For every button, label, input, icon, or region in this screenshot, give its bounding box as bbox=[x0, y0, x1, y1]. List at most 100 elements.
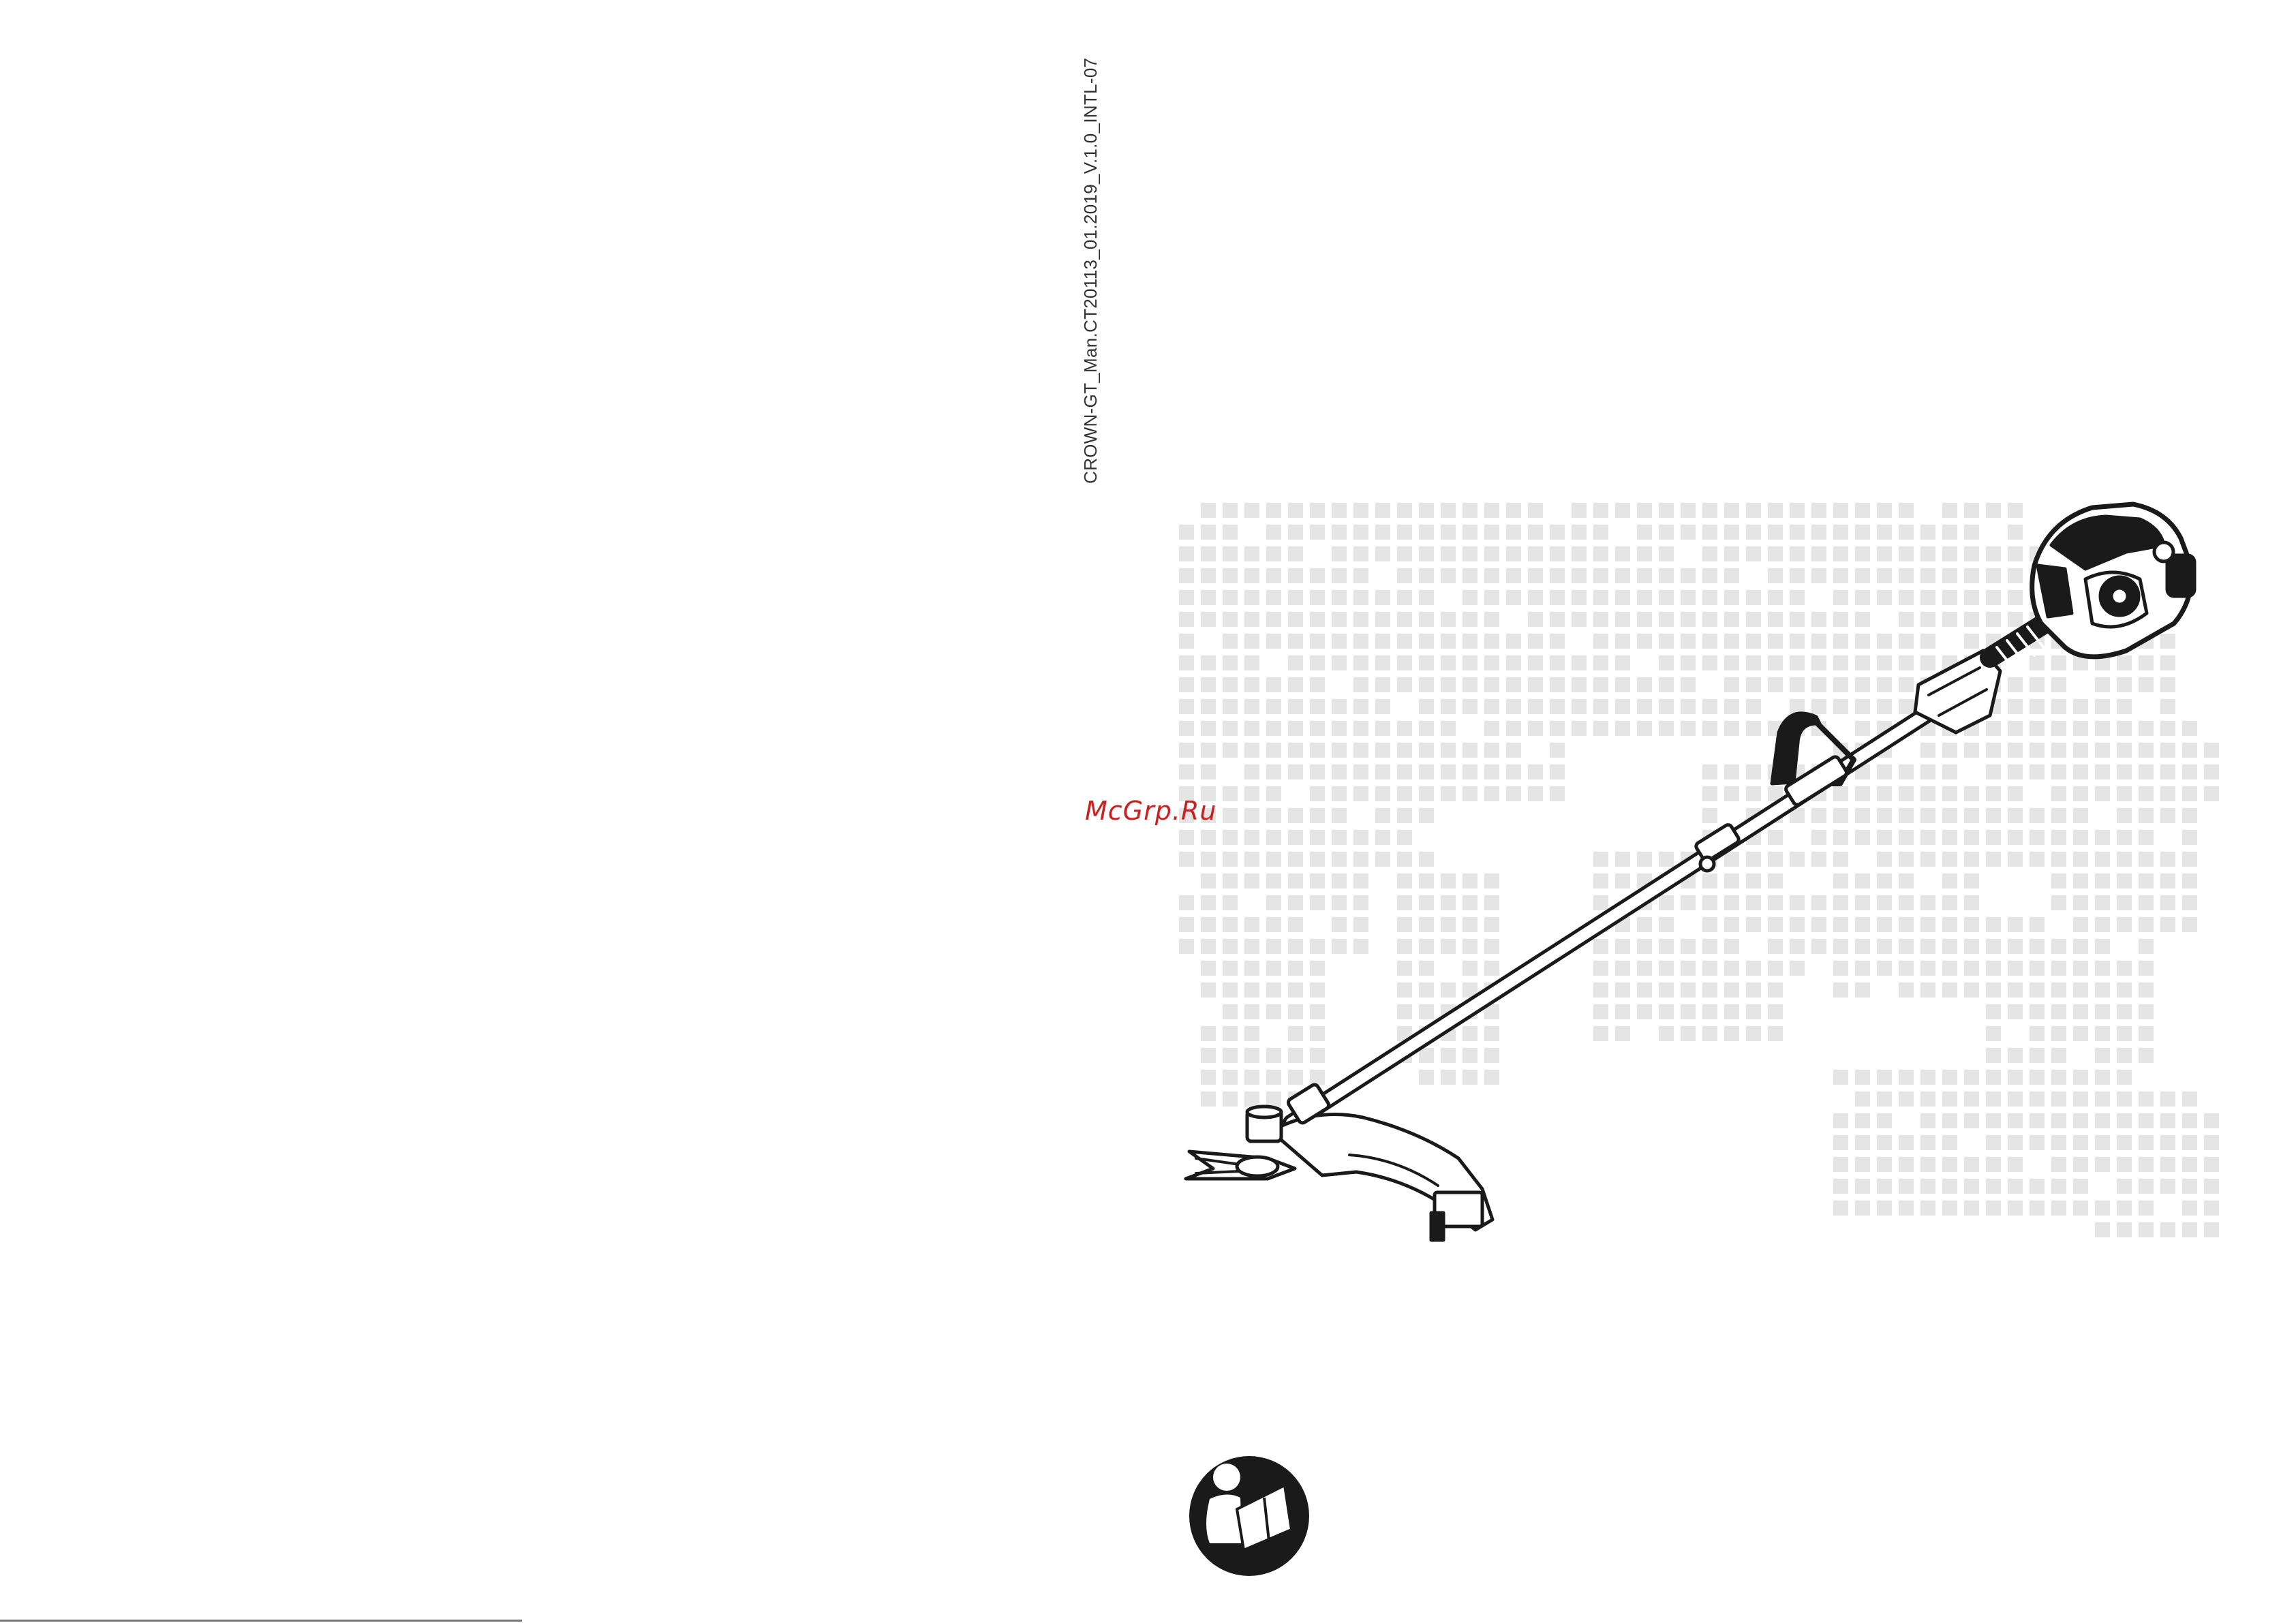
map-dot bbox=[1288, 1070, 1303, 1085]
map-dot bbox=[1920, 612, 1935, 627]
map-dot bbox=[1463, 677, 1478, 692]
map-dot bbox=[1768, 634, 1783, 649]
map-dot bbox=[1528, 764, 1543, 779]
map-dot bbox=[1659, 961, 1674, 976]
map-dot bbox=[1288, 677, 1303, 692]
map-dot bbox=[2008, 1092, 2023, 1107]
map-dot bbox=[1790, 568, 1805, 583]
map-dot bbox=[1746, 634, 1761, 649]
map-dot bbox=[1484, 546, 1499, 561]
map-dot bbox=[1790, 590, 1805, 605]
map-dot bbox=[2051, 786, 2066, 801]
map-dot bbox=[1288, 655, 1303, 670]
map-dot bbox=[1811, 568, 1826, 583]
map-dot bbox=[1964, 961, 1979, 976]
map-dot bbox=[1353, 699, 1368, 714]
map-dot bbox=[1353, 546, 1368, 561]
map-dot bbox=[1223, 1026, 1238, 1041]
map-dot bbox=[1877, 525, 1892, 540]
map-dot bbox=[1397, 852, 1412, 867]
map-dot bbox=[1201, 961, 1216, 976]
map-dot bbox=[1920, 655, 1935, 670]
map-dot bbox=[2008, 939, 2023, 954]
map-dot bbox=[1332, 939, 1347, 954]
map-dot bbox=[1964, 917, 1979, 932]
map-dot bbox=[1681, 983, 1696, 998]
map-dot bbox=[2051, 1092, 2066, 1107]
map-dot bbox=[1702, 634, 1717, 649]
map-dot bbox=[1419, 939, 1434, 954]
map-dot bbox=[2117, 1026, 2132, 1041]
map-dot bbox=[1942, 939, 1957, 954]
map-dot bbox=[2073, 1179, 2088, 1194]
map-dot bbox=[1441, 983, 1456, 998]
map-dot bbox=[1201, 1092, 1216, 1107]
map-dot bbox=[1877, 1179, 1892, 1194]
map-dot bbox=[1223, 525, 1238, 540]
map-dot bbox=[1942, 874, 1957, 888]
map-dot bbox=[1724, 677, 1739, 692]
map-dot bbox=[2117, 830, 2132, 845]
map-dot bbox=[1288, 612, 1303, 627]
map-dot bbox=[1920, 1201, 1935, 1216]
map-dot bbox=[1899, 503, 1914, 518]
map-dot bbox=[2030, 961, 2045, 976]
map-dot bbox=[1506, 764, 1521, 779]
map-dot bbox=[1833, 590, 1848, 605]
map-dot bbox=[1266, 699, 1281, 714]
map-dot bbox=[1877, 699, 1892, 714]
map-dot bbox=[1942, 786, 1957, 801]
map-dot bbox=[1310, 786, 1325, 801]
map-dot bbox=[2051, 1135, 2066, 1150]
map-dot bbox=[1746, 655, 1761, 670]
map-dot bbox=[1964, 1092, 1979, 1107]
map-dot bbox=[1397, 983, 1412, 998]
map-dot bbox=[1484, 503, 1499, 518]
map-dot bbox=[1702, 503, 1717, 518]
map-dot bbox=[1201, 503, 1216, 518]
map-dot bbox=[1550, 786, 1565, 801]
map-dot bbox=[1724, 939, 1739, 954]
map-dot bbox=[1986, 612, 2001, 627]
map-dot bbox=[1419, 895, 1434, 910]
map-dot bbox=[1179, 525, 1194, 540]
map-dot bbox=[1441, 721, 1456, 736]
map-dot bbox=[1899, 634, 1914, 649]
map-dot bbox=[1811, 895, 1826, 910]
map-dot bbox=[2139, 983, 2154, 998]
map-dot bbox=[1942, 1135, 1957, 1150]
map-dot bbox=[1332, 852, 1347, 867]
map-dot bbox=[1550, 699, 1565, 714]
map-dot bbox=[1375, 503, 1390, 518]
map-dot bbox=[1397, 917, 1412, 932]
map-dot bbox=[1964, 590, 1979, 605]
map-dot bbox=[1375, 743, 1390, 758]
map-dot bbox=[1681, 721, 1696, 736]
map-dot bbox=[2051, 983, 2066, 998]
map-dot bbox=[1397, 830, 1412, 845]
map-dot bbox=[1266, 1048, 1281, 1063]
map-dot bbox=[1484, 1026, 1499, 1041]
map-dot bbox=[1615, 655, 1630, 670]
map-dot bbox=[1244, 655, 1259, 670]
map-dot bbox=[1768, 503, 1783, 518]
map-dot bbox=[2030, 677, 2045, 692]
map-dot bbox=[1266, 525, 1281, 540]
map-dot bbox=[2073, 1135, 2088, 1150]
map-dot bbox=[1811, 808, 1826, 823]
read-manual-icon bbox=[1189, 1456, 1309, 1576]
map-dot bbox=[2117, 1135, 2132, 1150]
map-dot bbox=[2095, 764, 2110, 779]
map-dot bbox=[1702, 874, 1717, 888]
map-dot bbox=[1855, 1179, 1870, 1194]
map-dot bbox=[1833, 961, 1848, 976]
map-dot bbox=[1223, 546, 1238, 561]
map-dot bbox=[1244, 1070, 1259, 1085]
map-dot bbox=[1550, 568, 1565, 583]
map-dot bbox=[1441, 677, 1456, 692]
map-dot bbox=[1572, 590, 1587, 605]
map-dot bbox=[1877, 677, 1892, 692]
map-dot bbox=[1637, 1004, 1652, 1019]
map-dot bbox=[1397, 939, 1412, 954]
map-dot bbox=[1681, 1026, 1696, 1041]
